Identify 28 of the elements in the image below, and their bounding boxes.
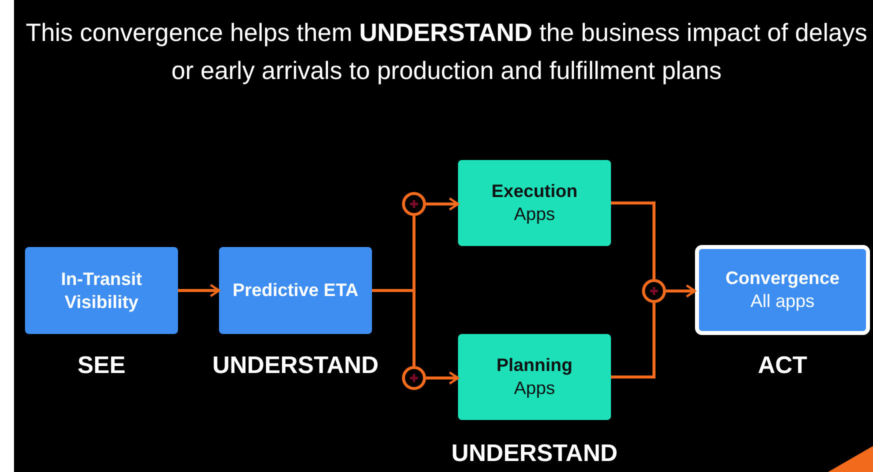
box-title: Execution	[490, 180, 579, 203]
stage-label: ACT	[756, 352, 808, 380]
stage-label: SEE	[76, 352, 127, 380]
connector-line	[611, 202, 656, 279]
box-title: Predictive ETA	[232, 279, 360, 302]
stage-label: UNDERSTAND	[450, 440, 619, 468]
box-title: In-Transit Visibility	[60, 268, 143, 314]
junction-circle	[402, 192, 426, 216]
stage-label: UNDERSTAND	[211, 352, 380, 380]
process-box	[25, 247, 178, 334]
connector-line	[372, 289, 416, 366]
junction-circle	[402, 366, 426, 390]
box-subtitle: All apps	[749, 290, 816, 313]
junction-circle	[642, 279, 666, 303]
connector-arrow	[666, 284, 696, 298]
box-title: Planning	[496, 354, 574, 377]
process-box	[458, 334, 611, 420]
connector-arrow	[426, 371, 460, 385]
process-box	[219, 247, 372, 334]
box-subtitle: Apps	[512, 203, 556, 226]
box-title: Convergence	[724, 267, 841, 290]
connector-line	[611, 303, 656, 378]
process-box	[695, 245, 870, 335]
connector-arrow	[426, 197, 460, 211]
box-subtitle: Apps	[512, 377, 556, 400]
process-box	[458, 160, 611, 246]
connector-arrow	[178, 284, 220, 298]
slide-title: This convergence helps them UNDERSTAND the business impact of delays or early arrivals to production and fulfillment plans	[24, 18, 868, 87]
